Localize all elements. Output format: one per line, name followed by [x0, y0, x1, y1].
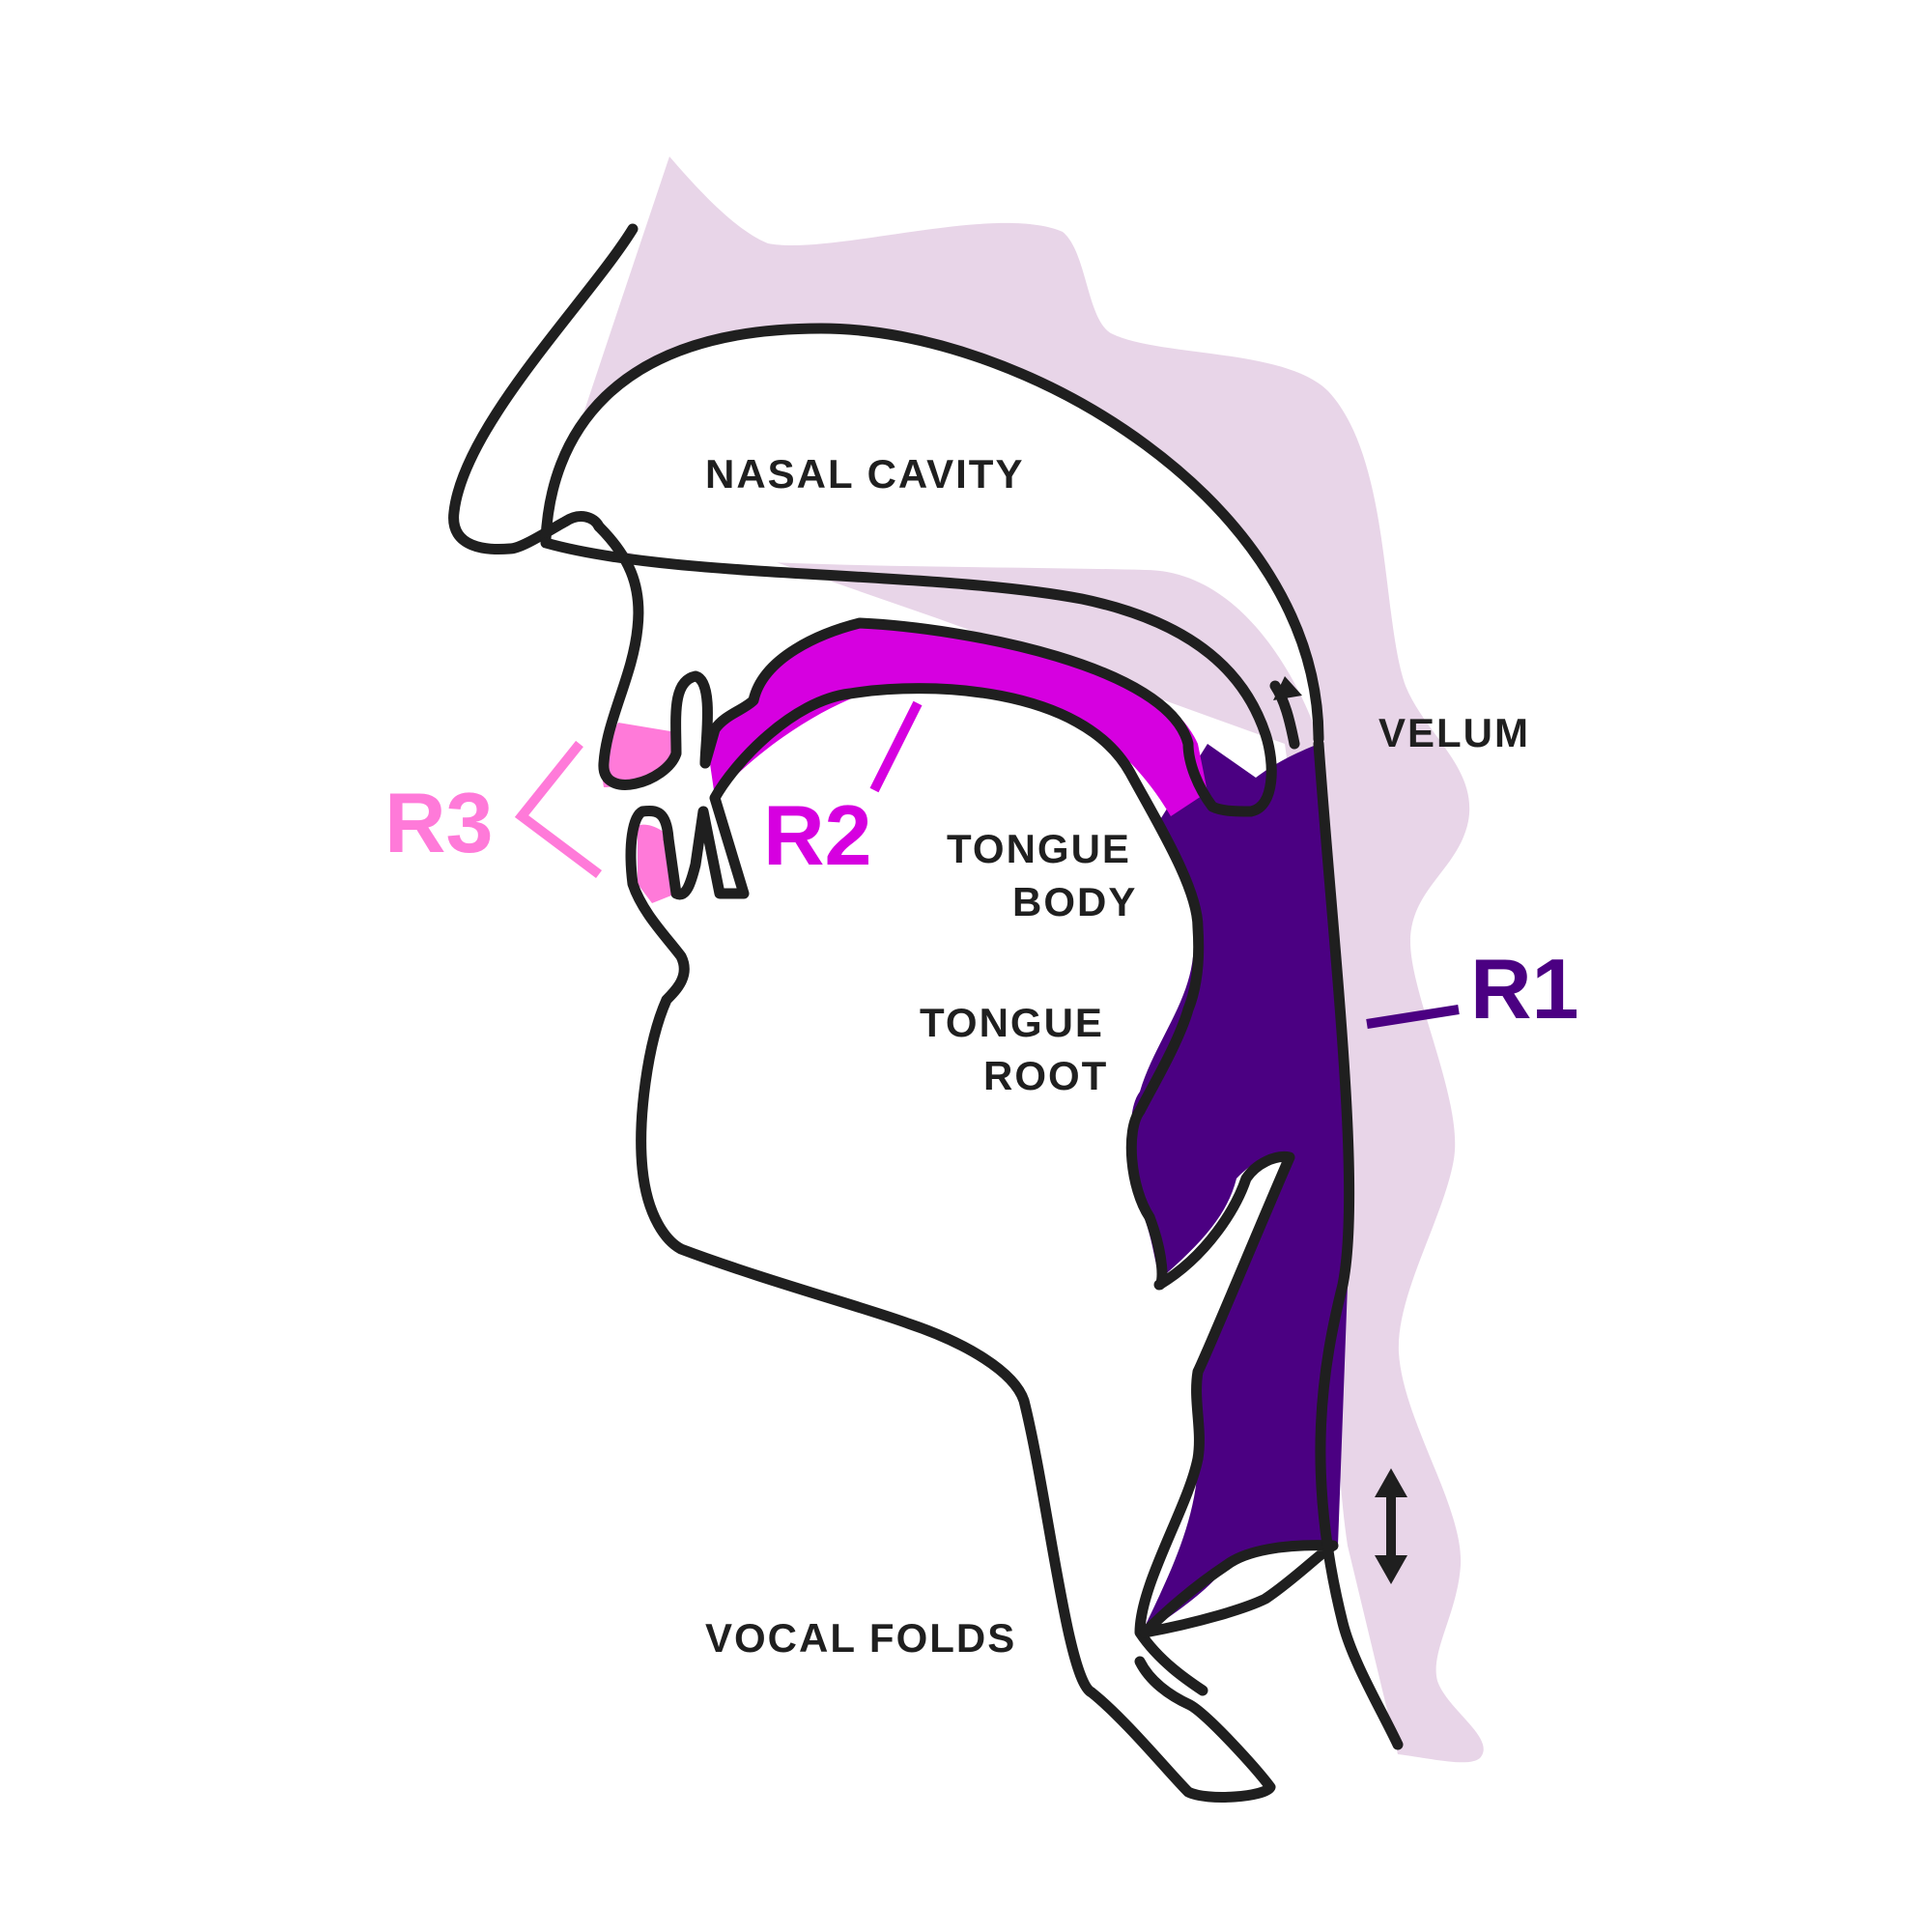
velum-arrow-head: [1273, 676, 1302, 700]
nasal-cavity-outline: [540, 323, 1324, 745]
r3-region-upper[interactable]: [602, 723, 676, 787]
velum-arrow: [1269, 680, 1300, 750]
tongue-body-label-1: TONGUE: [947, 826, 1131, 871]
r1-region[interactable]: [1130, 744, 1349, 1637]
nose-outline: [448, 223, 639, 555]
vocal-folds-label: VOCAL FOLDS: [705, 1615, 1016, 1661]
nasal-cavity-label: NASAL CAVITY: [705, 451, 1024, 497]
larynx-arrow-up-head: [1375, 1468, 1407, 1497]
r1-leader: [1366, 1005, 1460, 1029]
r2-label: R2: [763, 787, 872, 883]
tongue-root-label-1: TONGUE: [920, 1000, 1104, 1045]
tongue-body-label-2: BODY: [1012, 879, 1137, 924]
tongue-root-label-2: ROOT: [983, 1053, 1108, 1098]
vocal-fold-outline: [1139, 1540, 1339, 1638]
larynx-arrow-down-head: [1375, 1555, 1407, 1584]
pharynx-back-outline: [1313, 738, 1404, 1750]
r3-leader: [514, 740, 602, 878]
upper-lip-outline: [593, 521, 713, 790]
lower-lip-outline: [625, 805, 1276, 1803]
r3-label: R3: [384, 775, 494, 870]
r2-region[interactable]: [707, 623, 1208, 816]
r1-label: R1: [1470, 941, 1579, 1037]
r2-leader: [869, 700, 923, 793]
lower-teeth-outline: [663, 683, 1295, 1696]
palate-outline: [540, 537, 1277, 817]
velum-label: VELUM: [1378, 710, 1530, 755]
